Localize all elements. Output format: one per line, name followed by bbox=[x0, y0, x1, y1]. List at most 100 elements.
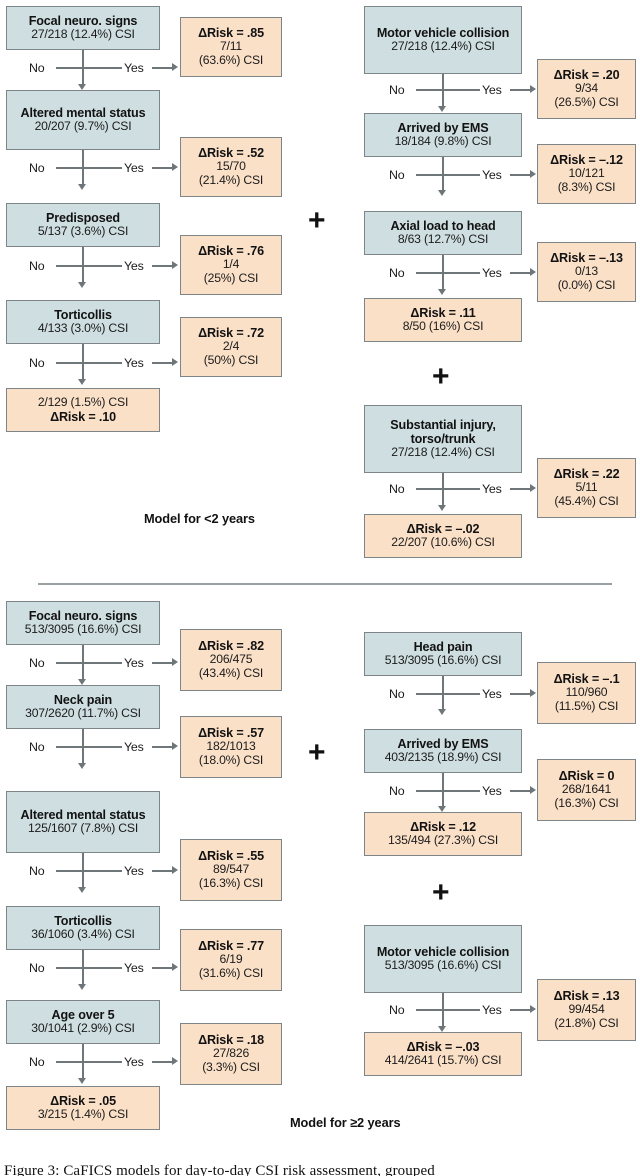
terminal-line2: 8/50 (16%) CSI bbox=[402, 319, 484, 334]
outcome-node-u2-left-3[interactable]: ΔRisk = .76 1/4 (25%) CSI bbox=[180, 235, 282, 295]
outcome-node-o2-left-3[interactable]: ΔRisk = .55 89/547 (16.3%) CSI bbox=[180, 839, 282, 901]
edge-label-no: No bbox=[389, 1003, 405, 1017]
outcome-node-u2-left-4[interactable]: ΔRisk = .72 2/4 (50%) CSI bbox=[180, 317, 282, 377]
decision-node-arrived-by-ems-u2[interactable]: Arrived by EMS 18/184 (9.8%) CSI bbox=[364, 113, 522, 157]
terminal-node-u2-left[interactable]: 2/129 (1.5%) CSI ΔRisk = .10 bbox=[6, 388, 160, 432]
node-title: Motor vehicle collision bbox=[376, 25, 510, 40]
edge-label-no: No bbox=[29, 1055, 45, 1069]
node-stat: 125/1607 (7.8%) CSI bbox=[27, 821, 139, 836]
node-stat: 5/137 (3.6%) CSI bbox=[37, 224, 129, 239]
terminal-line1: ΔRisk = .11 bbox=[410, 305, 476, 320]
decision-node-neck-pain-o2[interactable]: Neck pain 307/2620 (11.7%) CSI bbox=[6, 685, 160, 729]
outcome-node-u2-left-2[interactable]: ΔRisk = .52 15/70 (21.4%) CSI bbox=[180, 137, 282, 197]
decision-node-motor-vehicle-collision-o2[interactable]: Motor vehicle collision 513/3095 (16.6%)… bbox=[364, 925, 522, 993]
outcome-fraction: 1/4 bbox=[222, 257, 240, 272]
outcome-node-o2-rightB-1[interactable]: ΔRisk = .13 99/454 (21.8%) CSI bbox=[537, 979, 636, 1041]
decision-node-altered-mental-status-u2[interactable]: Altered mental status 20/207 (9.7%) CSI bbox=[6, 90, 160, 150]
connector-horizontal bbox=[56, 662, 122, 664]
node-stat: 8/63 (12.7%) CSI bbox=[397, 232, 489, 247]
outcome-risk: ΔRisk = .82 bbox=[198, 638, 264, 653]
edge-label-no: No bbox=[29, 259, 45, 273]
outcome-fraction: 15/70 bbox=[216, 159, 246, 174]
decision-node-focal-neuro-signs-o2[interactable]: Focal neuro. signs 513/3095 (16.6%) CSI bbox=[6, 601, 160, 645]
edge-label-yes: Yes bbox=[124, 864, 144, 878]
outcome-node-o2-left-5[interactable]: ΔRisk = .18 27/826 (3.3%) CSI bbox=[180, 1023, 282, 1085]
terminal-line1: ΔRisk = .12 bbox=[410, 819, 476, 834]
decision-node-head-pain-o2[interactable]: Head pain 513/3095 (16.6%) CSI bbox=[364, 632, 522, 676]
node-title: Altered mental status bbox=[20, 807, 146, 822]
decision-node-torticollis-o2[interactable]: Torticollis 36/1060 (3.4%) CSI bbox=[6, 906, 160, 950]
arrow-right-icon bbox=[172, 658, 178, 666]
decision-node-focal-neuro-signs-u2[interactable]: Focal neuro. signs 27/218 (12.4%) CSI bbox=[6, 6, 160, 50]
outcome-fraction: 10/121 bbox=[568, 166, 605, 181]
edge-label-yes: Yes bbox=[482, 784, 502, 798]
edge-label-yes: Yes bbox=[124, 740, 144, 754]
node-stat: 36/1060 (3.4%) CSI bbox=[31, 927, 135, 942]
edge-label-yes: Yes bbox=[482, 687, 502, 701]
arrow-right-icon bbox=[172, 358, 178, 366]
decision-node-predisposed-u2[interactable]: Predisposed 5/137 (3.6%) CSI bbox=[6, 203, 160, 247]
edge-label-yes: Yes bbox=[124, 1055, 144, 1069]
edge-label-no: No bbox=[389, 482, 405, 496]
node-title: Torticollis bbox=[54, 913, 112, 928]
outcome-percent: (25%) CSI bbox=[203, 271, 259, 286]
arrow-right-icon bbox=[530, 786, 536, 794]
plus-operator-icon: + bbox=[308, 736, 326, 769]
arrow-right-icon bbox=[172, 63, 178, 71]
plus-operator-icon: + bbox=[432, 360, 450, 393]
arrow-down-icon bbox=[78, 763, 86, 769]
model-label-under-2: Model for <2 years bbox=[144, 511, 255, 526]
outcome-node-u2-rightA-1[interactable]: ΔRisk = .20 9/34 (26.5%) CSI bbox=[537, 59, 636, 119]
connector-to-outcome bbox=[152, 67, 174, 69]
outcome-node-u2-left-1[interactable]: ΔRisk = .85 7/11 (63.6%) CSI bbox=[180, 17, 282, 77]
edge-label-no: No bbox=[29, 740, 45, 754]
outcome-percent: (3.3%) CSI bbox=[202, 1060, 260, 1075]
outcome-node-u2-rightB-1[interactable]: ΔRisk = .22 5/11 (45.4%) CSI bbox=[537, 458, 636, 518]
decision-node-altered-mental-status-o2[interactable]: Altered mental status 125/1607 (7.8%) CS… bbox=[6, 791, 160, 853]
decision-node-arrived-by-ems-o2[interactable]: Arrived by EMS 403/2135 (18.9%) CSI bbox=[364, 729, 522, 773]
figure-caption: Figure 3: CaFICS models for day-to-day C… bbox=[4, 1163, 435, 1176]
outcome-node-o2-rightA-1[interactable]: ΔRisk = –.1 110/960 (11.5%) CSI bbox=[537, 662, 636, 724]
node-stat: 27/218 (12.4%) CSI bbox=[391, 445, 495, 460]
decision-node-torticollis-u2[interactable]: Torticollis 4/133 (3.0%) CSI bbox=[6, 300, 160, 344]
connector-horizontal bbox=[416, 272, 480, 274]
terminal-node-o2-left[interactable]: ΔRisk = .05 3/215 (1.4%) CSI bbox=[6, 1086, 160, 1130]
outcome-node-u2-rightA-3[interactable]: ΔRisk = –.13 0/13 (0.0%) CSI bbox=[537, 242, 636, 302]
connector-to-outcome bbox=[152, 167, 174, 169]
outcome-fraction: 2/4 bbox=[222, 339, 240, 354]
edge-label-no: No bbox=[389, 784, 405, 798]
decision-node-substantial-injury-u2[interactable]: Substantial injury, torso/trunk 27/218 (… bbox=[364, 405, 522, 473]
arrow-right-icon bbox=[530, 484, 536, 492]
decision-node-axial-load-to-head-u2[interactable]: Axial load to head 8/63 (12.7%) CSI bbox=[364, 211, 522, 255]
outcome-node-o2-left-4[interactable]: ΔRisk = .77 6/19 (31.6%) CSI bbox=[180, 929, 282, 991]
outcome-node-o2-left-2[interactable]: ΔRisk = .57 182/1013 (18.0%) CSI bbox=[180, 716, 282, 778]
outcome-percent: (50%) CSI bbox=[203, 353, 259, 368]
node-stat: 27/218 (12.4%) CSI bbox=[391, 39, 495, 54]
outcome-node-o2-left-1[interactable]: ΔRisk = .82 206/475 (43.4%) CSI bbox=[180, 629, 282, 691]
outcome-node-o2-rightA-2[interactable]: ΔRisk = 0 268/1641 (16.3%) CSI bbox=[537, 759, 636, 821]
connector-horizontal bbox=[56, 1061, 122, 1063]
outcome-percent: (21.8%) CSI bbox=[554, 1016, 619, 1031]
edge-label-yes: Yes bbox=[482, 266, 502, 280]
terminal-node-u2-rightA[interactable]: ΔRisk = .11 8/50 (16%) CSI bbox=[364, 298, 522, 342]
arrow-down-icon bbox=[78, 1078, 86, 1084]
terminal-node-u2-rightB[interactable]: ΔRisk = –.02 22/207 (10.6%) CSI bbox=[364, 514, 522, 558]
terminal-node-o2-rightA[interactable]: ΔRisk = .12 135/494 (27.3%) CSI bbox=[364, 812, 522, 856]
decision-node-motor-vehicle-collision-u2[interactable]: Motor vehicle collision 27/218 (12.4%) C… bbox=[364, 6, 522, 74]
outcome-node-u2-rightA-2[interactable]: ΔRisk = –.12 10/121 (8.3%) CSI bbox=[537, 144, 636, 204]
outcome-percent: (63.6%) CSI bbox=[198, 53, 264, 68]
terminal-node-o2-rightB[interactable]: ΔRisk = –.03 414/2641 (15.7%) CSI bbox=[364, 1032, 522, 1076]
outcome-risk: ΔRisk = –.1 bbox=[553, 671, 620, 686]
connector-vertical bbox=[442, 74, 444, 108]
decision-node-age-over-5-o2[interactable]: Age over 5 30/1041 (2.9%) CSI bbox=[6, 1000, 160, 1044]
edge-label-yes: Yes bbox=[482, 168, 502, 182]
plus-operator-icon: + bbox=[308, 204, 326, 237]
outcome-percent: (26.5%) CSI bbox=[554, 95, 619, 110]
connector-to-outcome bbox=[152, 967, 174, 969]
edge-label-no: No bbox=[29, 161, 45, 175]
node-title: Altered mental status bbox=[20, 105, 146, 120]
outcome-fraction: 89/547 bbox=[212, 862, 250, 877]
edge-label-no: No bbox=[29, 656, 45, 670]
arrow-right-icon bbox=[530, 689, 536, 697]
terminal-line1: ΔRisk = –.03 bbox=[406, 1039, 480, 1054]
